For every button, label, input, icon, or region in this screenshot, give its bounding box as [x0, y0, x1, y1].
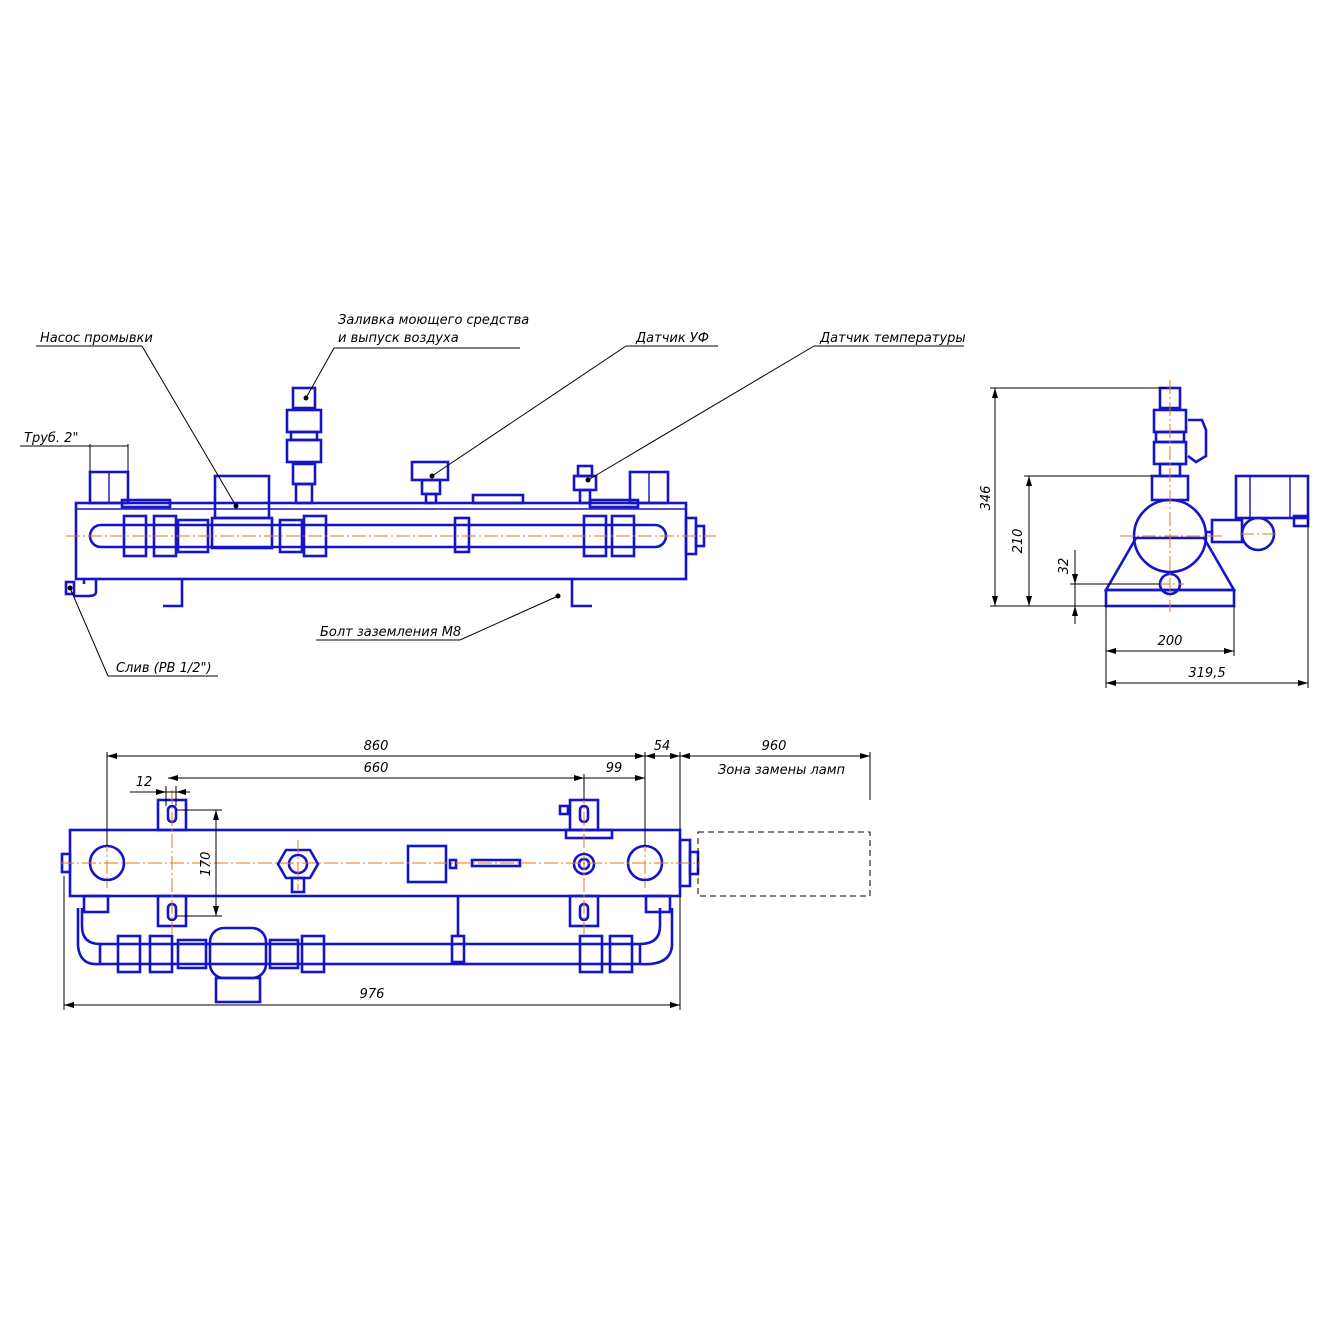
label-ground-bolt: Болт заземления М8 — [320, 625, 461, 640]
side-fill-valve — [1152, 386, 1208, 478]
front-drain-elbow — [74, 579, 98, 598]
dim-346: 346 — [979, 486, 994, 511]
plan-coupling-left — [116, 934, 208, 974]
dim-54: 54 — [654, 739, 671, 754]
front-right-inlet — [628, 470, 670, 505]
side-pump — [1206, 474, 1310, 552]
plan-elbow-right — [639, 908, 674, 966]
plan-coupling-mid — [268, 934, 326, 974]
dim-210: 210 — [1011, 529, 1026, 554]
plan-view — [60, 790, 871, 1004]
front-handle — [471, 493, 525, 505]
front-top-clamp-left — [120, 498, 172, 509]
dim-960: 960 — [762, 739, 787, 754]
label-fill-1: Заливка моющего средства — [338, 313, 529, 328]
plan-dimensions: 860 54 960 Зона замены ламп 660 99 12 17… — [63, 739, 871, 1010]
front-view — [64, 386, 716, 608]
label-temp-sensor: Датчик температуры — [819, 331, 966, 346]
plan-pump-box — [406, 844, 448, 884]
label-pipe: Труб. 2" — [24, 431, 78, 446]
side-dimensions: 346 210 32 200 319,5 — [979, 387, 1309, 688]
front-temp-sensor — [572, 464, 598, 505]
front-uv-sensor — [410, 460, 450, 505]
dim-860: 860 — [364, 739, 389, 754]
dim-32: 32 — [1057, 558, 1072, 575]
dim-12: 12 — [136, 775, 153, 790]
front-foot-right — [570, 579, 592, 608]
plan-lower-pipe — [98, 942, 642, 966]
dim-170: 170 — [199, 852, 214, 877]
label-lamp-zone: Зона замены ламп — [718, 763, 846, 778]
front-fill-valve — [285, 386, 323, 505]
dim-976: 976 — [360, 987, 385, 1002]
plan-pump-housing — [208, 926, 268, 1004]
label-uv-sensor: Датчик УФ — [635, 331, 709, 346]
label-drain: Слив (РВ 1/2") — [116, 661, 212, 676]
label-pump: Насос промывки — [40, 331, 153, 346]
plan-lamp-zone — [697, 831, 871, 897]
plan-elbow-left — [76, 908, 101, 966]
front-left-inlet — [88, 470, 130, 505]
plan-handle — [470, 858, 522, 868]
dim-99: 99 — [606, 761, 623, 776]
front-callouts: Насос промывки Заливка моющего средства … — [20, 313, 966, 677]
front-pump-box — [213, 474, 271, 520]
front-main-body — [74, 501, 688, 581]
dim-319-5: 319,5 — [1188, 666, 1225, 681]
front-foot-left — [163, 579, 184, 608]
dim-660: 660 — [364, 761, 389, 776]
side-view — [1103, 380, 1310, 612]
plan-coupling-right — [578, 934, 634, 974]
label-fill-2: и выпуск воздуха — [338, 331, 459, 346]
plan-bracket-top-right — [558, 798, 614, 840]
dim-200: 200 — [1158, 634, 1183, 649]
